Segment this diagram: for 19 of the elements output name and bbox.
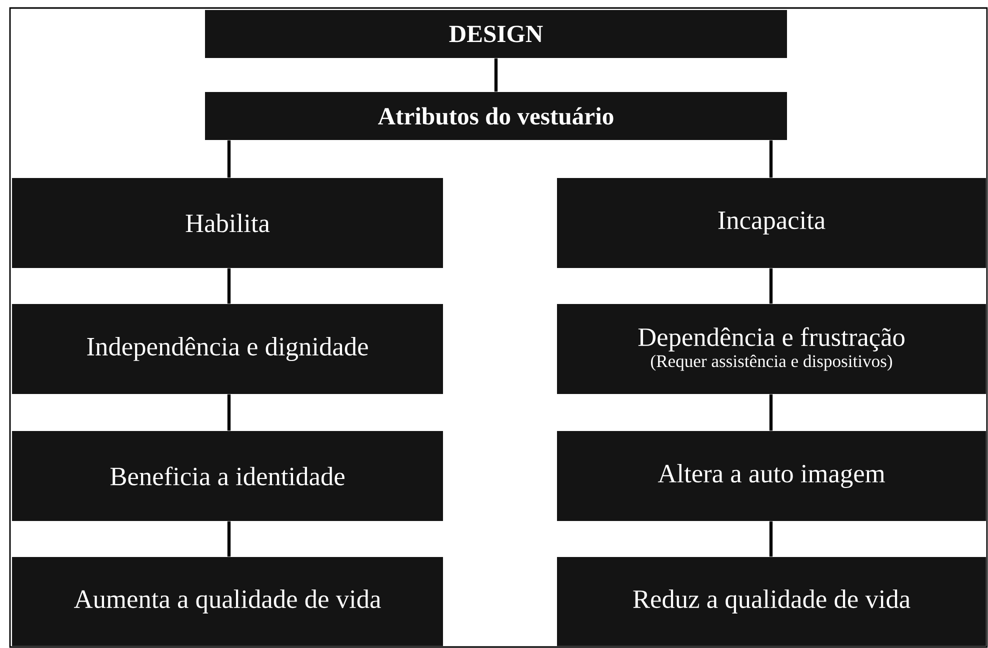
connector-line — [769, 394, 773, 431]
connector-line — [227, 521, 231, 557]
connector-line — [227, 140, 231, 178]
connector-line — [769, 521, 773, 557]
text-box: Habilita — [12, 178, 443, 268]
heading-box: DESIGN — [205, 10, 787, 58]
connector-line — [227, 394, 231, 431]
connector-line — [769, 268, 773, 304]
text-box: Aumenta a qualidade de vida — [12, 556, 443, 646]
text-box: Dependência e frustração (Requer assistência e dispositivos) — [557, 304, 986, 394]
connector-line — [769, 140, 773, 178]
connector-line — [494, 58, 498, 92]
text-box: Reduz a qualidade de vida — [557, 556, 986, 646]
text-box: Incapacita — [557, 178, 986, 268]
connector-line — [227, 268, 231, 304]
text-box: Altera a auto imagem — [557, 430, 986, 521]
text-box: Independência e dignidade — [12, 304, 443, 394]
text-box: Beneficia a identidade — [12, 430, 443, 521]
heading-box: Atributos do vestuário — [205, 92, 787, 140]
